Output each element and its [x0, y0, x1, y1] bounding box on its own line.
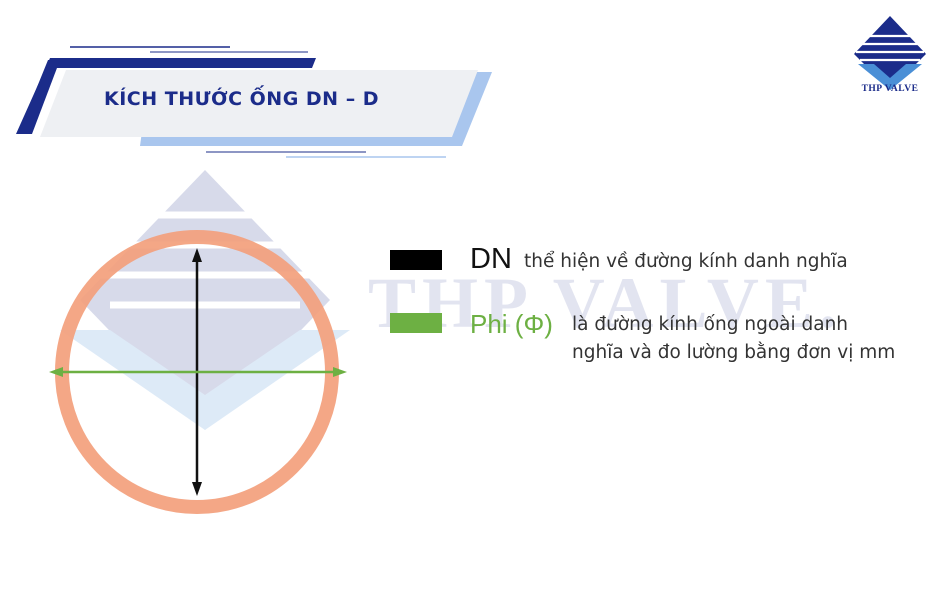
- phi-description-line2: nghĩa và đo lường bằng đơn vị mm: [572, 342, 896, 363]
- dn-color-swatch: [390, 250, 442, 270]
- phi-arrow: [49, 367, 347, 377]
- phi-color-swatch: [390, 313, 442, 333]
- phi-label: Phi (Φ): [470, 309, 553, 339]
- header-banner: [16, 46, 492, 158]
- page-title: KÍCH THƯỚC ỐNG DN – D: [104, 88, 380, 110]
- phi-description-line1: là đường kính ống ngoài danh: [572, 314, 849, 335]
- dn-description: thể hiện về đường kính danh nghĩa: [524, 251, 848, 272]
- logo-text: THP VALVE: [861, 84, 919, 94]
- dn-label: DN: [470, 243, 512, 275]
- header-title-panel: [40, 70, 478, 137]
- thp-valve-logo-icon: [854, 16, 926, 90]
- watermark-text: THP VALVE.: [368, 263, 843, 343]
- header-accent-bar: [16, 58, 316, 134]
